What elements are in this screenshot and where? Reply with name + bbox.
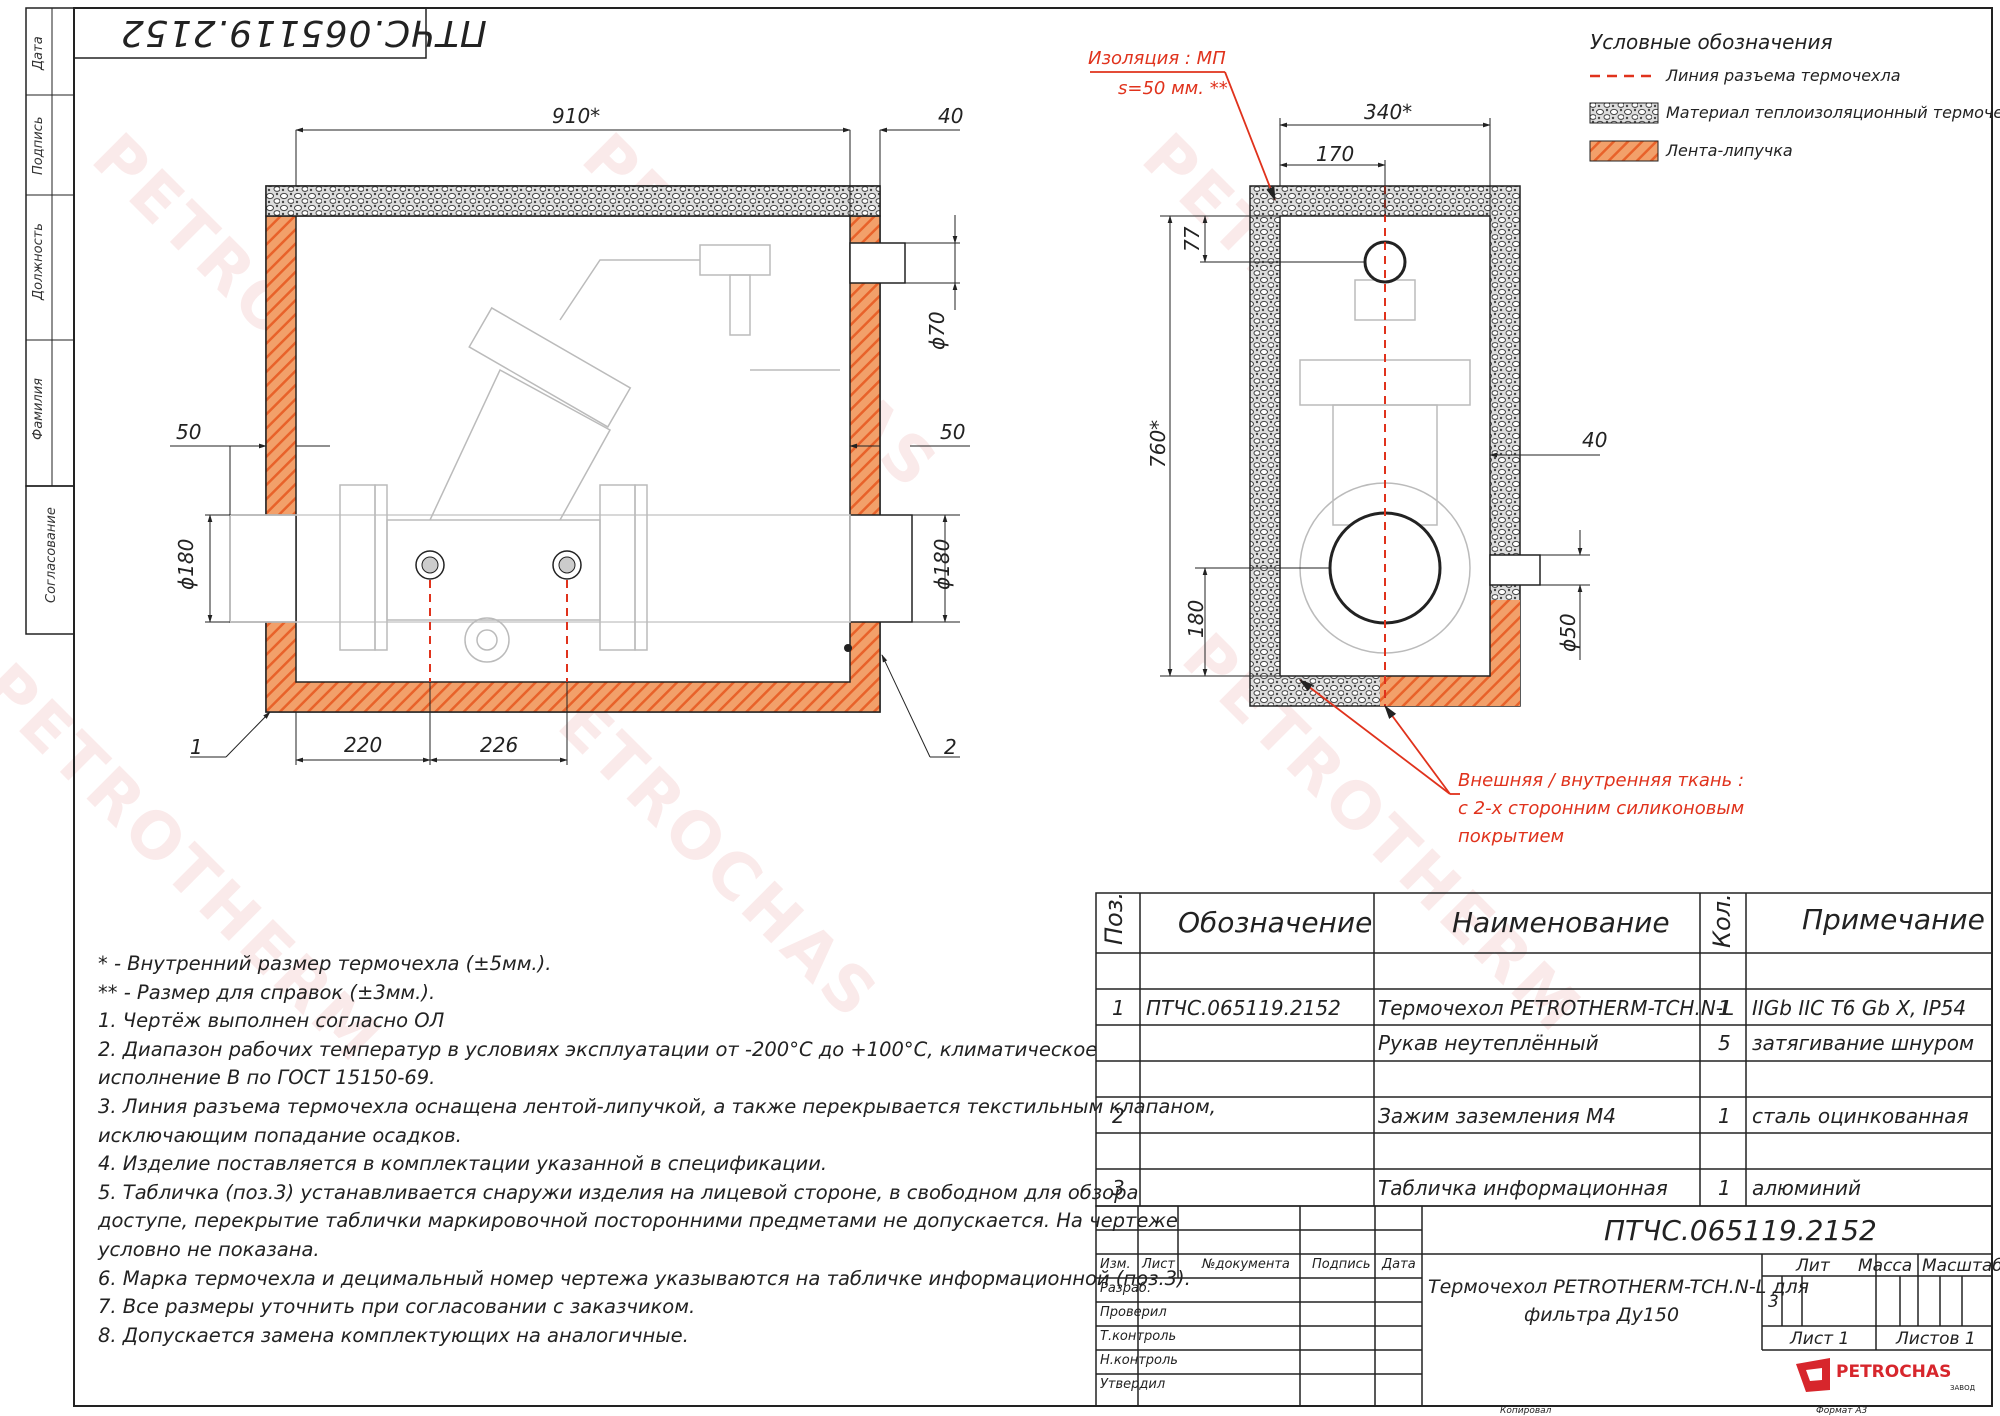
dim-side-77: 77	[1180, 226, 1204, 252]
spec-row-3-pos: 2	[1112, 1104, 1125, 1128]
spec-header-designation: Обозначение	[1178, 906, 1373, 939]
rotated-drawing-code: ПТЧС.065119.2152	[120, 12, 487, 53]
tb-col-list: Лист	[1142, 1257, 1175, 1272]
copied-label: Копировал	[1500, 1406, 1552, 1416]
note-line: доступе, перекрытие таблички маркировочн…	[98, 1209, 1178, 1233]
dim-front-226: 226	[480, 733, 519, 757]
spec-row-4-pos: 3	[1112, 1176, 1125, 1200]
tb-scale-label: Масштаб	[1922, 1256, 2000, 1276]
spec-row-1-note: IIGb IIC T6 Gb X, IP54	[1752, 996, 1967, 1020]
legend-item-velcro: Лента-липучка	[1666, 141, 1793, 160]
position-1-callout: 1	[190, 735, 203, 759]
spec-row-4-note: алюминий	[1752, 1176, 1862, 1200]
spec-row-2-name: Рукав неутеплённый	[1378, 1031, 1599, 1055]
dim-side-width: 340*	[1364, 100, 1413, 124]
dim-side-40: 40	[1582, 428, 1608, 452]
note-line: 3. Линия разъема термочехла оснащена лен…	[98, 1094, 1216, 1118]
spec-header-note: Примечание	[1802, 903, 1985, 936]
spec-row-1-name: Термочехол PETROTHERM-TCH.N-L	[1378, 996, 1735, 1020]
dim-side-760: 760*	[1146, 419, 1170, 468]
tb-role-approver: Утвердил	[1100, 1377, 1166, 1392]
spec-row-1-qty: 1	[1718, 996, 1731, 1020]
note-line: исполнение В по ГОСТ 15150-69.	[98, 1066, 436, 1090]
spec-row-3-qty: 1	[1718, 1104, 1731, 1128]
tb-mass-label: Масса	[1858, 1256, 1913, 1276]
spec-header-name: Наименование	[1452, 906, 1670, 939]
note-line: * - Внутренний размер термочехла (±5мм.)…	[98, 952, 552, 975]
note-line: 6. Марка термочехла и децимальный номер …	[98, 1266, 1191, 1290]
fabric-annotation-line3: покрытием	[1458, 826, 1565, 847]
spec-row-2-note: затягивание шнуром	[1752, 1031, 1975, 1055]
logo-text: PETROCHAS	[1836, 1362, 1952, 1382]
note-line: 5. Табличка (поз.3) устанавливается снар…	[98, 1180, 1139, 1204]
petrochas-logo	[1796, 1358, 1830, 1392]
tb-role-checker: Проверил	[1100, 1305, 1167, 1320]
insulation-annotation: Изоляция : МП	[1088, 48, 1226, 69]
legend-item-insulation: Материал теплоизоляционный термочехла	[1666, 103, 2000, 122]
spec-row-1-designation: ПТЧС.065119.2152	[1146, 996, 1341, 1020]
dim-front-right-50: 50	[940, 420, 966, 444]
dim-side-180: 180	[1184, 599, 1208, 638]
tb-role-ncontrol: Н.контроль	[1100, 1353, 1178, 1368]
tb-col-izm: Изм.	[1100, 1257, 1131, 1272]
side-label-approval: Согласование	[44, 507, 59, 603]
spec-row-4-qty: 1	[1718, 1176, 1731, 1200]
technical-notes: * - Внутренний размер термочехла (±5мм.)…	[98, 950, 1216, 1350]
format-label: Формат А3	[1816, 1406, 1868, 1416]
tb-sheet-label: Лист 1	[1790, 1329, 1850, 1349]
spec-row-3-name: Зажим заземления М4	[1378, 1104, 1616, 1128]
dim-front-right-d180: ϕ180	[930, 538, 954, 590]
note-line: ** - Размер для справок (±3мм.).	[98, 980, 436, 1004]
spec-row-4-name: Табличка информационная	[1378, 1176, 1668, 1200]
position-2-callout: 2	[944, 735, 957, 759]
side-label-signature: Подпись	[31, 116, 46, 175]
spec-header-qty: Кол.	[1708, 893, 1736, 948]
fabric-annotation-line1: Внешняя / внутренняя ткань :	[1458, 770, 1745, 791]
note-line: исключающим попадание осадков.	[98, 1123, 462, 1147]
fabric-annotation-line2: с 2-х сторонним силиконовым	[1458, 798, 1745, 819]
note-line: 7. Все размеры уточнить при согласовании…	[98, 1295, 696, 1319]
insulation-thickness-annotation: s=50 мм. **	[1118, 78, 1228, 99]
dim-front-left-d180: ϕ180	[174, 538, 198, 590]
side-label-date: Дата	[31, 36, 46, 70]
note-line: условно не показана.	[98, 1237, 320, 1261]
spec-row-2-qty: 5	[1718, 1031, 1731, 1055]
legend-item-split-line: Линия разъема термочехла	[1666, 66, 1901, 85]
legend-title: Условные обозначения	[1590, 30, 1833, 54]
dim-side-170: 170	[1316, 142, 1355, 166]
note-line: 1. Чертёж выполнен согласно ОЛ	[98, 1009, 445, 1033]
dim-front-left-50: 50	[176, 420, 202, 444]
tb-lit-label: Лит	[1796, 1256, 1830, 1276]
tb-title-line1: Термочехол PETROTHERM-TCH.N-L для	[1428, 1276, 1810, 1298]
dim-front-d70: ϕ70	[925, 311, 949, 350]
logo-subtext: ЗАВОД	[1950, 1384, 1976, 1392]
spec-row-1-pos: 1	[1112, 996, 1125, 1020]
tb-role-tcontrol: Т.контроль	[1100, 1329, 1177, 1344]
tb-col-doc: №документа	[1202, 1257, 1290, 1272]
title-block-code: ПТЧС.065119.2152	[1604, 1214, 1877, 1247]
dim-front-width: 910*	[552, 104, 601, 128]
tb-sheets-label: Листов 1	[1896, 1329, 1976, 1349]
side-label-name: Фамилия	[31, 378, 46, 440]
tb-col-sign: Подпись	[1312, 1257, 1371, 1272]
tb-role-developer: Разраб.	[1100, 1281, 1152, 1296]
spec-header-pos: Поз.	[1100, 891, 1128, 945]
tb-title-line2: фильтра Ду150	[1524, 1304, 1680, 1326]
dim-side-d50: ϕ50	[1556, 613, 1580, 652]
side-label-position: Должность	[31, 223, 46, 300]
dim-front-220: 220	[344, 733, 383, 757]
dim-front-right-stub: 40	[938, 104, 964, 128]
note-line: 8. Допускается замена комплектующих на а…	[98, 1323, 689, 1347]
spec-row-3-note: сталь оцинкованная	[1752, 1104, 1969, 1128]
note-line: 2. Диапазон рабочих температур в условия…	[98, 1037, 1098, 1061]
tb-col-date: Дата	[1382, 1257, 1416, 1272]
tb-lit-value: 3	[1768, 1292, 1779, 1312]
filter-drawing	[229, 244, 851, 663]
note-line: 4. Изделие поставляется в комплектации у…	[98, 1152, 828, 1176]
